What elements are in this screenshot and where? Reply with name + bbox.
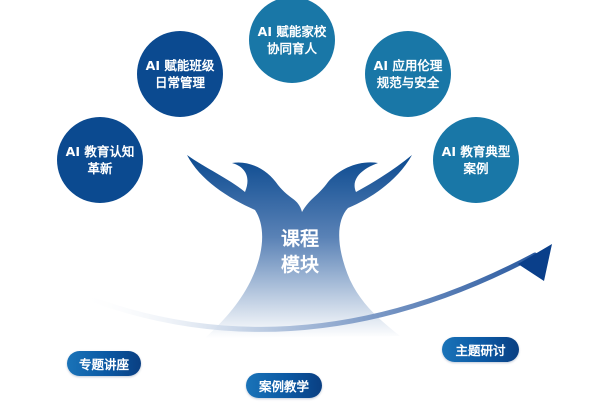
core-module-label: 课程 模块 bbox=[268, 226, 332, 278]
topic-line2: 日常管理 bbox=[154, 75, 205, 90]
core-label-line2: 模块 bbox=[280, 254, 319, 276]
topic-ai-home-school: AI 赋能家校 协同育人 bbox=[249, 0, 335, 83]
topic-line1: AI 应用伦理 bbox=[373, 58, 443, 73]
topic-line2: 协同育人 bbox=[266, 41, 317, 56]
progress-arc bbox=[77, 252, 538, 332]
topic-ai-ethics-safety: AI 应用伦理 规范与安全 bbox=[365, 31, 451, 117]
topic-line2: 规范与安全 bbox=[376, 75, 440, 90]
topic-line1: AI 赋能家校 bbox=[257, 24, 327, 39]
arrow-head-icon bbox=[518, 244, 552, 281]
topic-line1: AI 赋能班级 bbox=[145, 58, 215, 73]
topic-line2: 案例 bbox=[463, 161, 489, 176]
topic-line1: AI 教育典型 bbox=[441, 144, 511, 159]
topic-ai-typical-cases: AI 教育典型 案例 bbox=[433, 117, 519, 203]
method-lecture: 专题讲座 bbox=[67, 351, 141, 376]
topic-ai-class-management: AI 赋能班级 日常管理 bbox=[137, 31, 223, 117]
tree-shape bbox=[187, 155, 412, 338]
topic-line1: AI 教育认知 bbox=[65, 144, 135, 159]
method-seminar: 主题研讨 bbox=[442, 337, 519, 362]
core-label-line1: 课程 bbox=[280, 228, 319, 250]
topic-line2: 革新 bbox=[87, 161, 113, 176]
topic-ai-education-cognition: AI 教育认知 革新 bbox=[57, 117, 143, 203]
method-case-teaching: 案例教学 bbox=[246, 373, 322, 398]
